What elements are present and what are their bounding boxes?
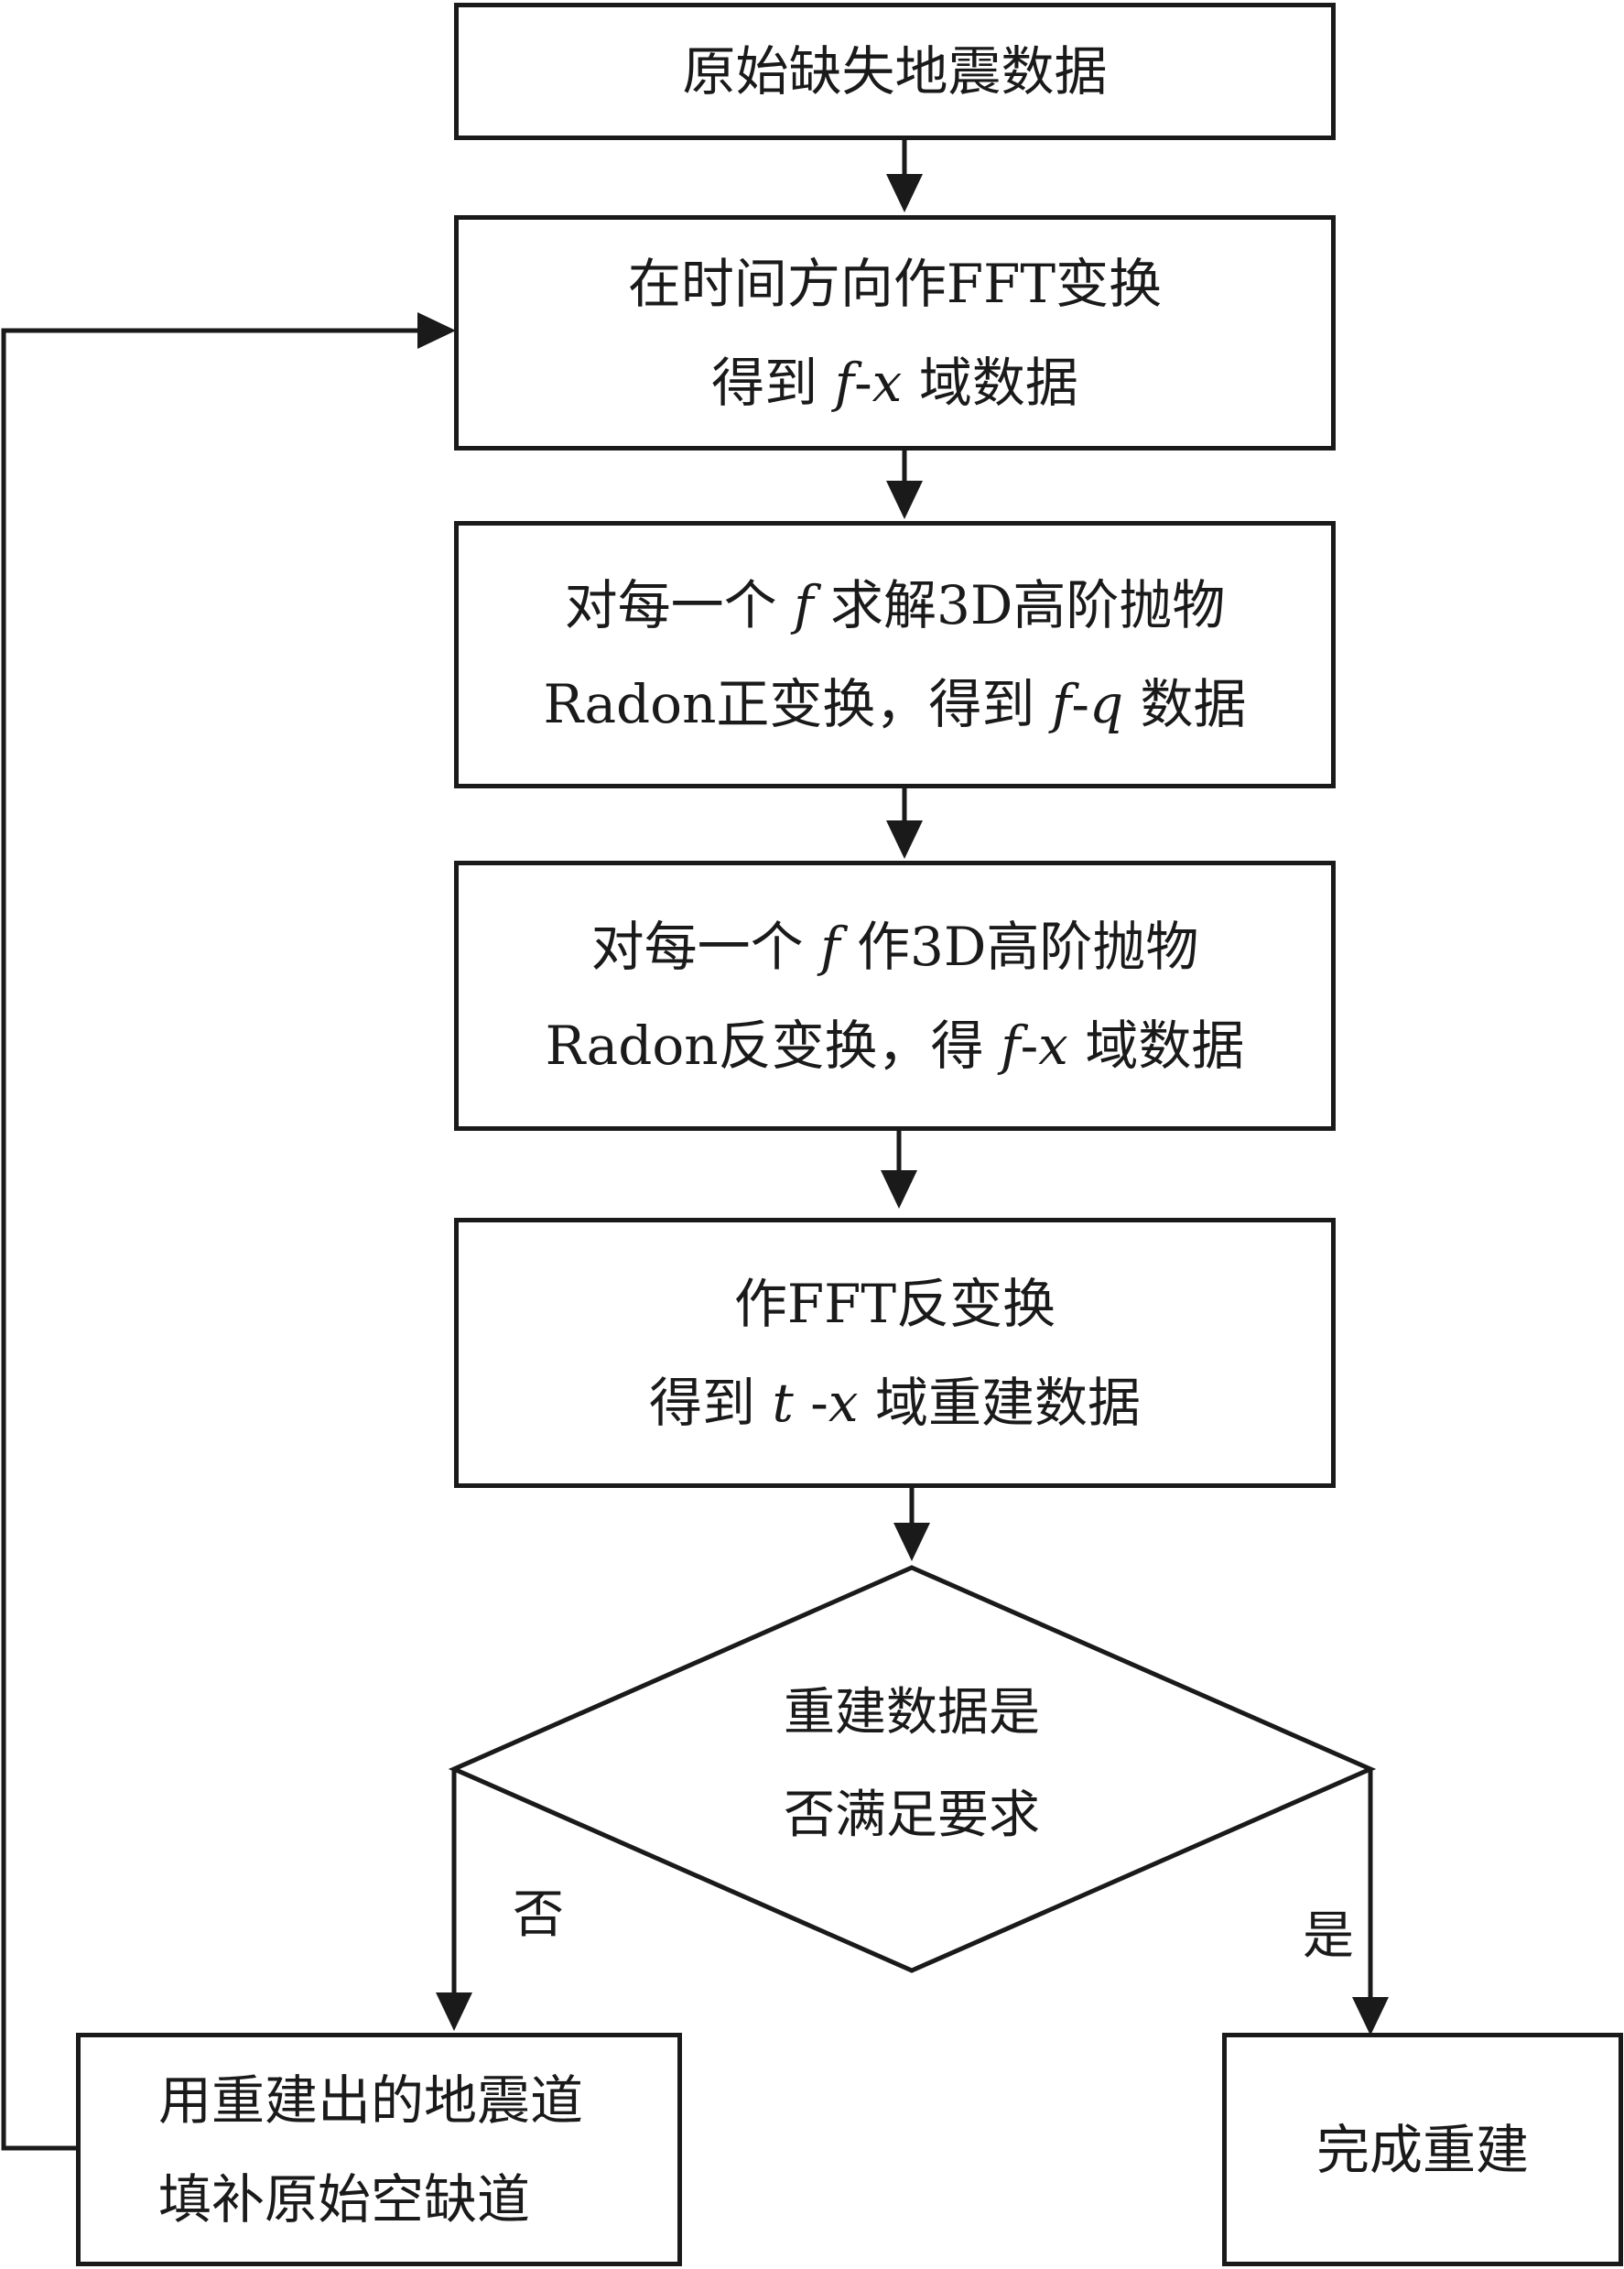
node-ifft-line2: 得到 t -x 域重建数据 (649, 1371, 1141, 1434)
node-radon-inverse: 对每一个 f 作3D高阶抛物 Radon反变换，得 f-x 域数据 (454, 861, 1336, 1131)
arrowhead (893, 1523, 930, 1561)
node-start-label: 原始缺失地震数据 (682, 40, 1108, 103)
arrowhead (417, 312, 456, 349)
decision-diamond (448, 1565, 1377, 1973)
node-refill-line2: 填补原始空缺道 (158, 2167, 531, 2231)
node-radon-inverse-line1: 对每一个 f 作3D高阶抛物 (590, 915, 1199, 978)
node-done: 完成重建 (1222, 2033, 1623, 2266)
feedback-loop-line (1, 328, 417, 2151)
node-radon-forward: 对每一个 f 求解3D高阶抛物 Radon正变换，得到 f-q 数据 (454, 521, 1336, 788)
node-start: 原始缺失地震数据 (454, 3, 1336, 140)
arrowhead (886, 174, 923, 212)
node-ifft-line1: 作FFT反变换 (733, 1272, 1056, 1335)
node-radon-forward-line2: Radon正变换，得到 f-q 数据 (543, 673, 1247, 735)
arrowhead (881, 1170, 917, 1209)
node-done-label: 完成重建 (1315, 2118, 1529, 2181)
node-fft-line1: 在时间方向作FFT变换 (627, 252, 1163, 315)
branch-yes-label: 是 (1303, 1906, 1354, 1966)
decision-line1: 重建数据是 (784, 1683, 1040, 1742)
decision-label: 重建数据是 否满足要求 (655, 1662, 1168, 1867)
arrowhead (886, 481, 923, 519)
node-refill: 用重建出的地震道 填补原始空缺道 (76, 2033, 682, 2266)
node-radon-inverse-line2: Radon反变换，得 f-x 域数据 (545, 1014, 1245, 1077)
decision-line2: 否满足要求 (784, 1786, 1040, 1845)
arrowhead (1352, 1997, 1389, 2036)
node-refill-line1: 用重建出的地震道 (158, 2068, 584, 2132)
arrowhead (886, 820, 923, 859)
node-fft: 在时间方向作FFT变换 得到 f-x 域数据 (454, 215, 1336, 451)
node-ifft: 作FFT反变换 得到 t -x 域重建数据 (454, 1218, 1336, 1488)
branch-no-label: 否 (513, 1885, 564, 1945)
arrowhead (436, 1992, 472, 2031)
node-radon-forward-line1: 对每一个 f 求解3D高阶抛物 (564, 574, 1226, 636)
node-fft-line2: 得到 f-x 域数据 (711, 351, 1078, 414)
